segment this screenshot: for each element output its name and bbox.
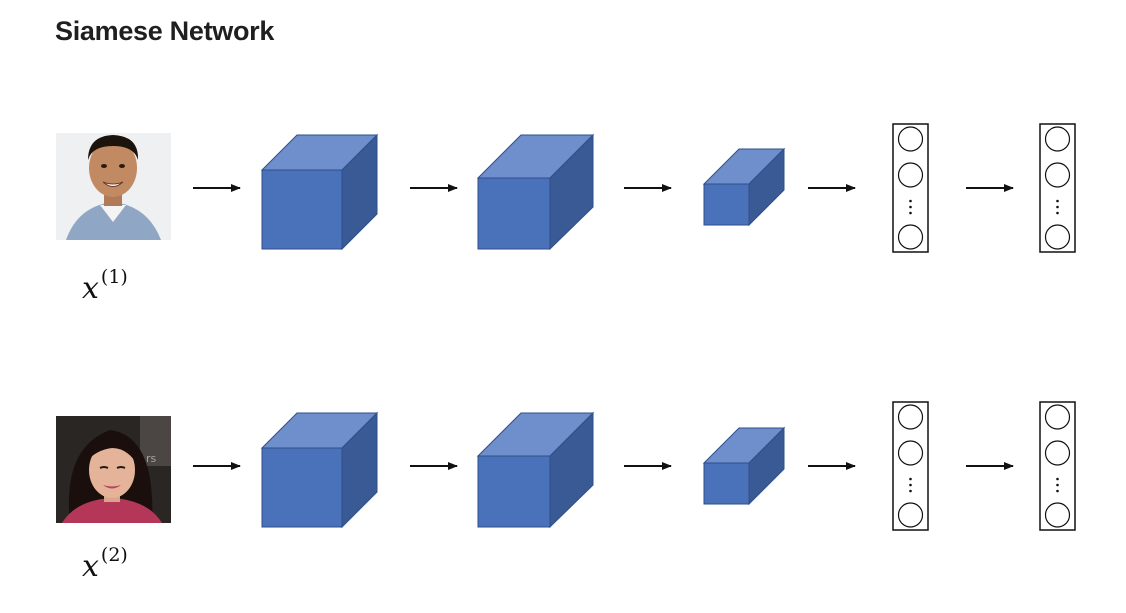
- conv-block-3-row-1: [702, 147, 786, 227]
- conv-block-3-row-2: [702, 426, 786, 506]
- label-x1-sup: (1): [100, 266, 128, 288]
- label-x2: x(2): [82, 544, 128, 584]
- network-row-1: [56, 123, 1076, 253]
- label-x2-var: x: [82, 549, 99, 584]
- encoding-vector-row-2: [1039, 401, 1076, 531]
- conv-block-2-row-1: [476, 133, 595, 251]
- input-photo-1: [56, 133, 171, 240]
- encoding-vector-row-1: [1039, 123, 1076, 253]
- fc-vector-1-row-1: [892, 123, 929, 253]
- label-x1-var: x: [82, 271, 99, 306]
- conv-block-1-row-2: [260, 411, 379, 529]
- conv-block-2-row-2: [476, 411, 595, 529]
- conv-block-1-row-1: [260, 133, 379, 251]
- page-title: Siamese Network: [55, 16, 275, 46]
- input-photo-2: rs: [56, 416, 171, 523]
- network-row-2: rs: [56, 401, 1076, 531]
- svg-text:rs: rs: [146, 452, 157, 465]
- fc-vector-1-row-2: [892, 401, 929, 531]
- label-x1: x(1): [82, 266, 128, 306]
- label-x2-sup: (2): [100, 544, 128, 566]
